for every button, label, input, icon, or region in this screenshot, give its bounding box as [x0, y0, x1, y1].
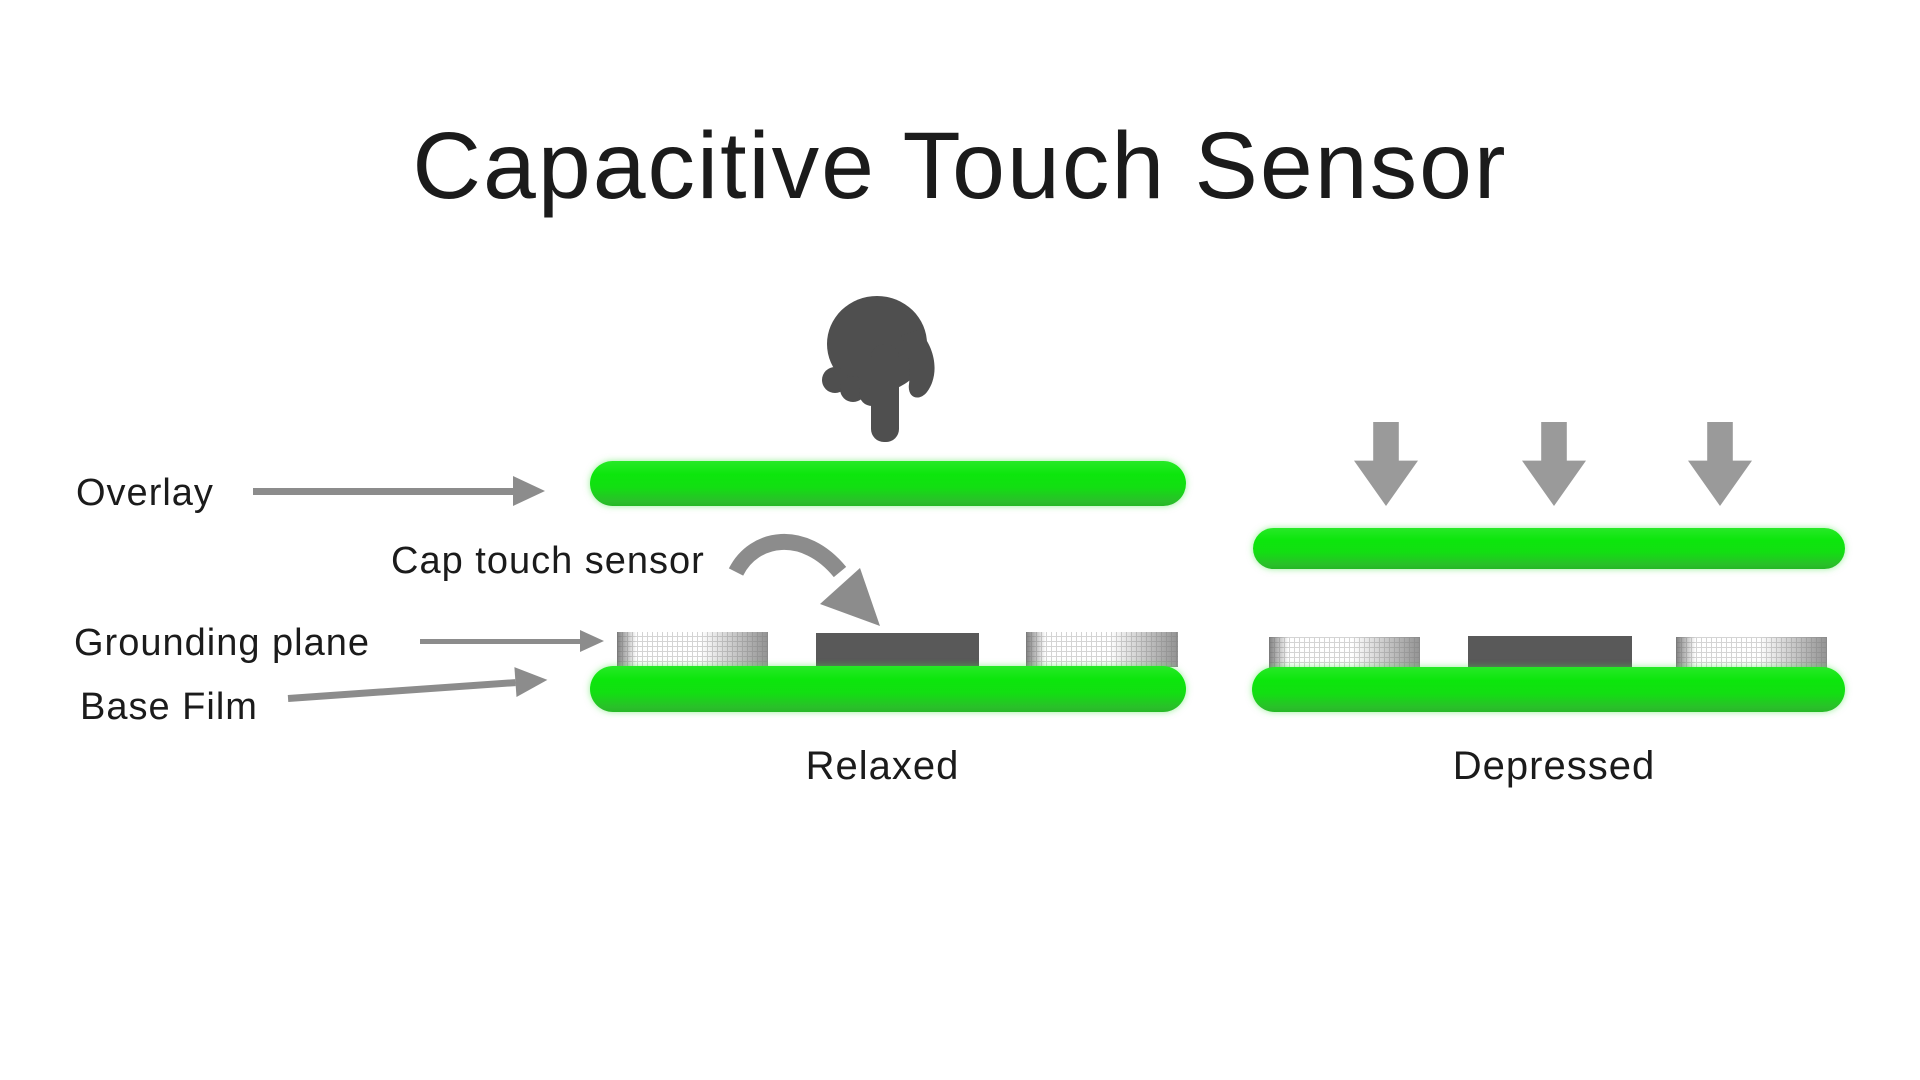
cap-touch-sensor-block-depressed	[1468, 636, 1632, 668]
cap-touch-sensor-block-relaxed	[816, 633, 979, 666]
arrow-head	[513, 476, 545, 506]
grounding-plane-block-left-relaxed	[617, 632, 768, 667]
overlay-bar-relaxed	[590, 461, 1186, 506]
down-arrow-icon	[1522, 422, 1586, 506]
base-film-bar-depressed	[1252, 667, 1845, 712]
grounding-plane-block-left-depressed	[1269, 637, 1420, 668]
arrow-shaft	[420, 638, 580, 644]
finger-press-icon-svg	[822, 296, 935, 442]
base-film-label: Base Film	[80, 686, 258, 728]
down-arrow-icon	[1688, 422, 1752, 506]
overlay-bar-depressed	[1253, 528, 1845, 569]
right-arrow-icon	[420, 630, 604, 652]
arrow-head	[514, 664, 549, 698]
cap-touch-sensor-label: Cap touch sensor	[391, 540, 705, 582]
right-arrow-icon	[253, 476, 545, 506]
curved-arrow-icon	[728, 528, 888, 633]
down-arrow-icon	[1354, 422, 1418, 506]
arrow-shaft	[287, 678, 516, 702]
grounding-plane-block-right-relaxed	[1026, 632, 1178, 667]
depressed-caption: Depressed	[1452, 744, 1656, 788]
overlay-label: Overlay	[76, 472, 214, 514]
arrow-shaft	[253, 487, 513, 495]
right-arrow-icon	[287, 664, 549, 713]
diagram-title: Capacitive Touch Sensor	[412, 113, 1508, 219]
arrow-head	[580, 630, 604, 652]
grounding-plane-block-right-depressed	[1676, 637, 1827, 668]
curved-arrow-svg	[728, 533, 880, 626]
grounding-plane-label: Grounding plane	[74, 622, 370, 664]
relaxed-caption: Relaxed	[805, 744, 960, 788]
finger-press-icon	[815, 292, 947, 444]
base-film-bar-relaxed	[590, 666, 1186, 712]
